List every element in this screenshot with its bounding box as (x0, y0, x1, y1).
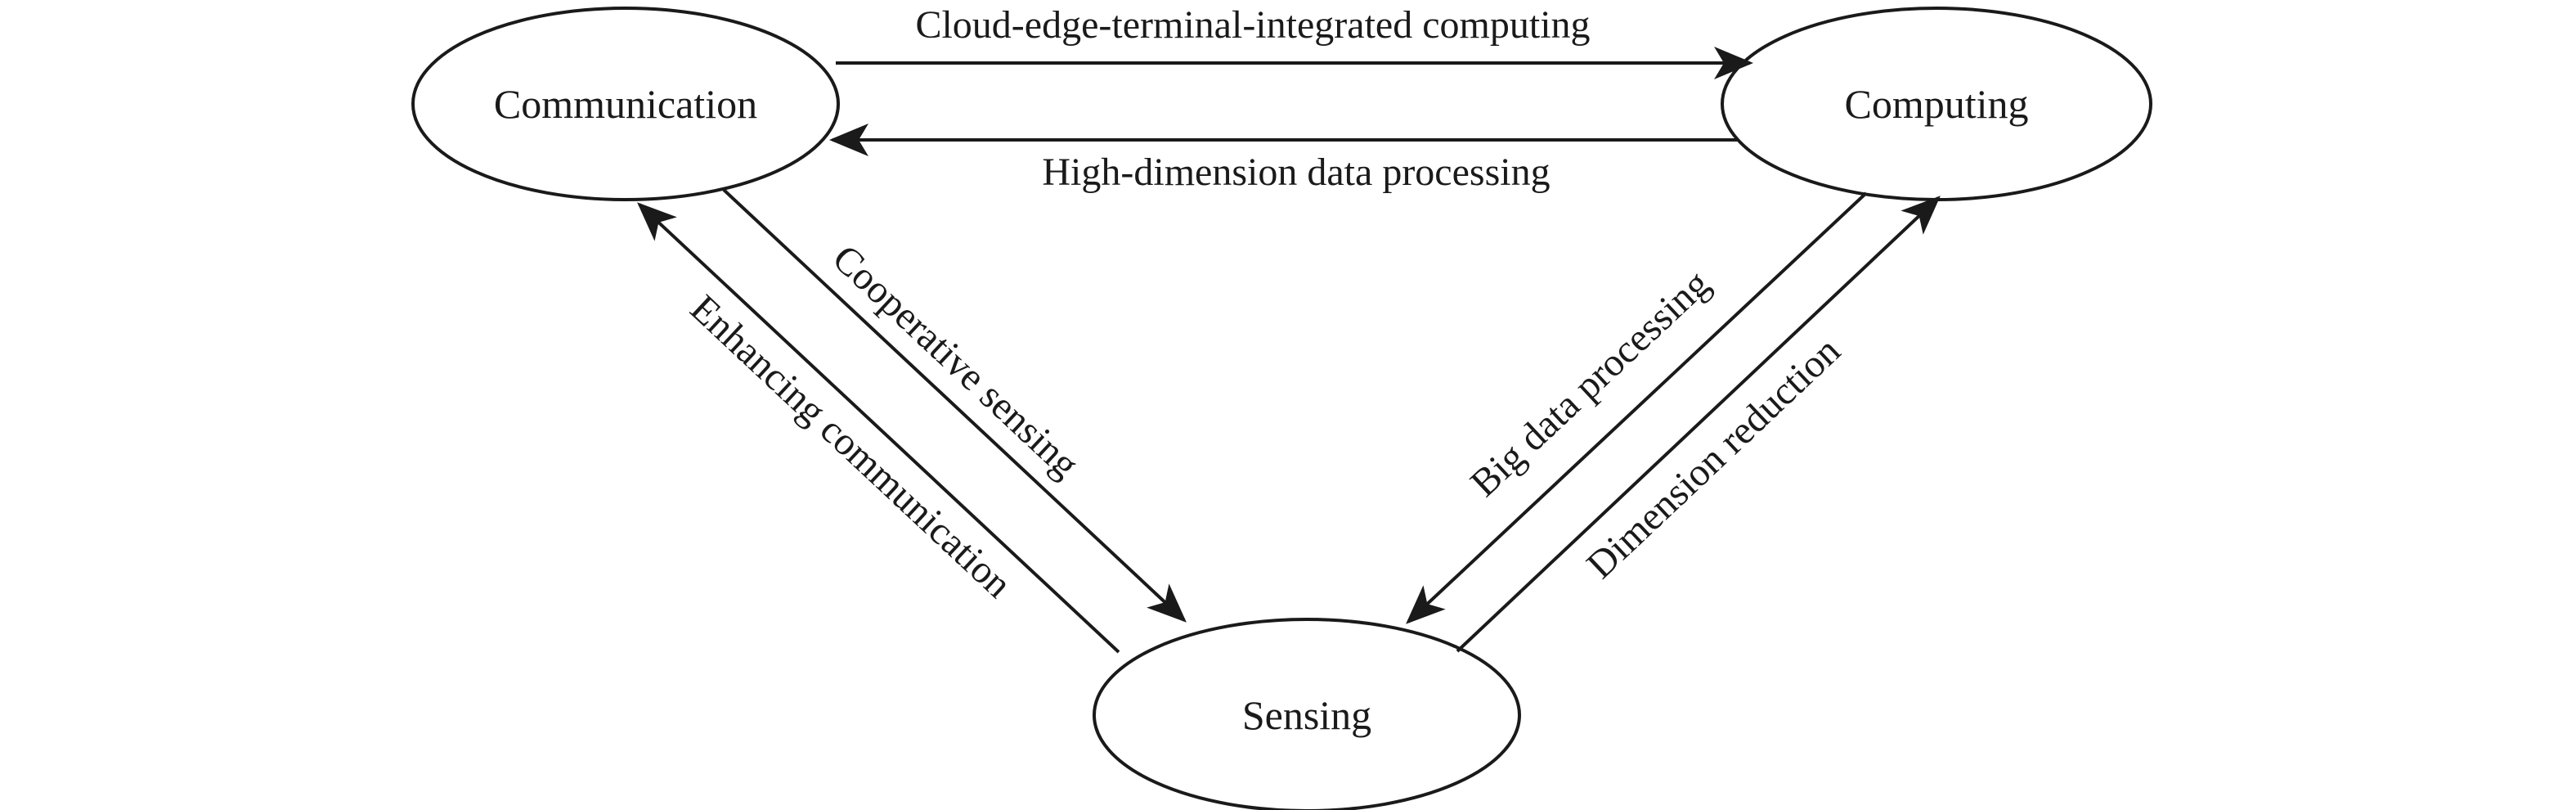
sensing-ellipse (1093, 618, 1521, 810)
node-sensing: Sensing (1093, 618, 1521, 810)
arrow-communication-to-sensing (722, 188, 1187, 623)
enhancing-communication-label: Enhancing communication (682, 286, 1020, 606)
node-communication: Communication (411, 7, 840, 201)
node-computing: Computing (1721, 7, 2152, 201)
sensing-label: Sensing (1242, 692, 1371, 738)
arrow-computing-to-sensing (1406, 191, 1868, 624)
arrow-sensing-to-computing (1456, 196, 1941, 653)
communication-ellipse (411, 7, 840, 201)
arrow-sensing-to-communication (637, 202, 1120, 654)
computing-label: Computing (1844, 81, 2028, 127)
edge-cloud-edge-terminal: Cloud-edge-terminal-integrated computing (836, 3, 1753, 79)
communication-label: Communication (494, 81, 757, 127)
cloud-edge-terminal-label: Cloud-edge-terminal-integrated computing (915, 3, 1590, 47)
high-dimension-label: High-dimension data processing (1042, 151, 1550, 194)
edge-high-dimension: High-dimension data processing (829, 124, 1739, 194)
